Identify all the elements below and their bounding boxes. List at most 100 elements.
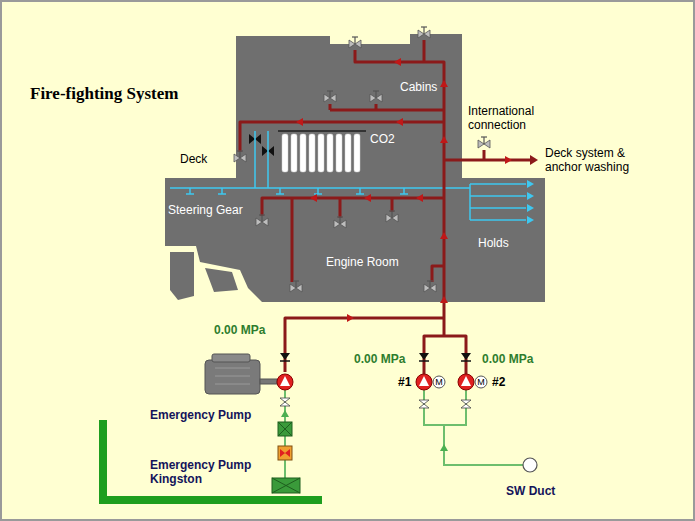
fire-fighting-illustration [334,217,346,228]
ship-hull [205,268,238,292]
co2-pipes [470,184,526,220]
fire-main [432,266,444,282]
co2-label: CO2 [370,132,395,146]
fire-main [240,122,444,152]
main-fire-pumps [461,376,471,386]
co2-bank [282,134,360,172]
fire-main [330,104,444,110]
fire-fighting-illustration [347,314,354,322]
fire-fighting-illustration [256,215,268,226]
fire-fighting-illustration [461,353,471,361]
sea-water-pipes [444,425,523,465]
emergency-pump-set [278,446,292,460]
fire-fighting-illustration [416,194,423,202]
co2-bank [309,134,315,172]
ship-hull [170,252,194,300]
co2-pipes [186,188,408,194]
fire-fighting-illustration [440,296,448,303]
room-label: Holds [478,236,509,250]
fire-fighting-illustration [418,27,430,38]
co2-pipes [170,187,470,189]
co2-bank [345,134,351,172]
emergency-pump-set [212,354,250,362]
emergency-pump-set [272,478,300,493]
co2-bank [300,134,306,172]
fire-fighting-illustration [440,232,448,239]
pressure-reading: 0.00 MPa [482,352,533,366]
fire-fighting-illustration [424,281,436,292]
sw-duct [523,458,537,472]
kingston-label: Emergency Pump Kingston [150,458,258,486]
fire-fighting-illustration [296,118,303,126]
fire-fighting-illustration [349,37,361,48]
fire-fighting-illustration [281,410,289,417]
fire-fighting-illustration [234,151,246,162]
pressure-reading: 0.00 MPa [214,323,265,337]
pump-number: #2 [492,375,505,389]
sea-water-pipes [285,390,523,478]
fire-fighting-illustration [310,194,317,202]
main-fire-pumps [433,376,445,388]
fire-main [262,198,444,282]
fire-fighting-illustration [290,281,302,292]
fire-fighting-illustration [440,80,448,87]
outlet-arrow [530,155,538,165]
co2-bank [249,131,366,172]
fire-fighting-illustration [324,91,336,102]
fire-fighting-illustration [461,400,471,408]
room-label: Cabins [400,80,437,94]
fire-fighting-illustration [419,353,429,361]
emergency-pump-set [215,368,250,369]
emergency-pump-set [215,376,250,377]
fire-main [444,150,530,160]
pump-number: #1 [398,375,411,389]
co2-bank [354,134,360,172]
emergency-pump-set [278,422,292,436]
emergency-pump-set [272,478,300,493]
fire-fighting-illustration [440,444,448,451]
emergency-pump-set [215,384,250,385]
emergency-pump-set [280,449,290,457]
fire-fighting-illustration [280,353,290,361]
fire-fighting-illustration [396,118,403,126]
fire-fighting-illustration [440,136,448,143]
fire-fighting-illustration [527,204,534,212]
emergency-pump-set [280,376,290,386]
main-fire-pumps [416,374,487,390]
fire-main [240,40,530,374]
fire-fighting-illustration [505,156,512,164]
fire-fighting-illustration [280,398,290,406]
main-fire-pumps [475,376,487,388]
fire-main [423,40,426,62]
fire-fighting-illustration [527,216,534,224]
fire-fighting-illustration [527,192,534,200]
duct-label: SW Duct [506,484,555,498]
fire-fighting-illustration [386,211,398,222]
diagram-title: Fire-fighting System [30,84,178,104]
emergency-pump-set [205,354,300,493]
motor-symbol: M [475,376,487,388]
main-fire-pumps [416,374,432,390]
co2-pipes [254,131,256,188]
sea-water-pipes [424,390,466,425]
co2-bank [318,134,324,172]
pressure-reading: 0.00 MPa [354,352,405,366]
co2-bank [291,134,297,172]
fire-fighting-illustration [394,58,401,66]
emergency-pump-set [277,374,293,390]
fire-fighting-illustration [370,91,382,102]
outlet-label: Deck system & anchor washing [545,146,645,174]
fire-fighting-illustration [527,180,534,188]
fire-fighting-illustration [364,194,371,202]
co2-bank [327,134,333,172]
co2-pipes [267,131,269,188]
motor-symbol: M [433,376,445,388]
co2-bank [278,130,366,132]
ship-bottom [103,420,322,500]
ship-hull [165,34,545,302]
room-label: Steering Gear [168,203,243,217]
emergency-pump-set [260,379,277,384]
co2-bank [336,134,342,172]
